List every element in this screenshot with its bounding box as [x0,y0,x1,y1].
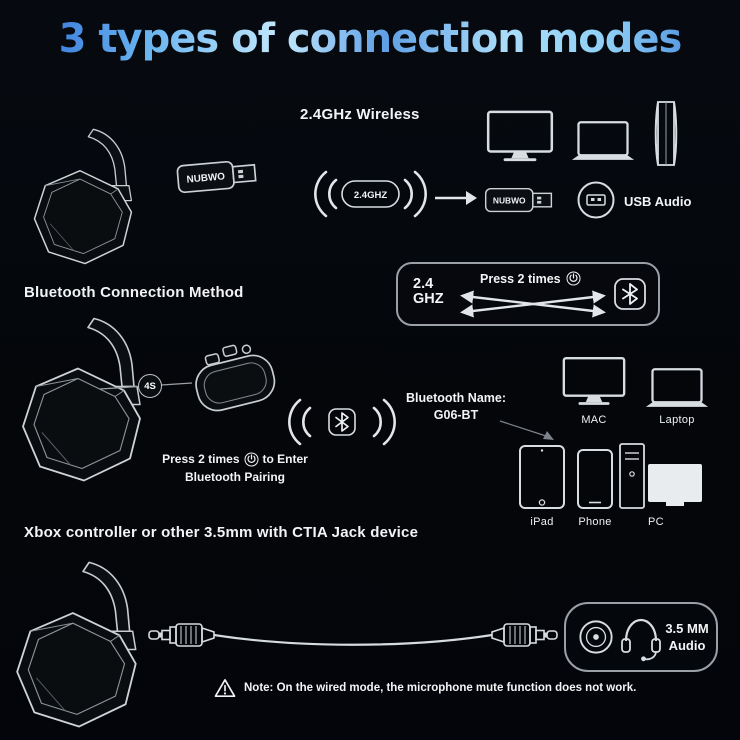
usb-audio-icon [576,180,616,220]
device-label-phone: Phone [578,516,612,528]
game-console-icon [646,100,686,168]
dongle-brand-text-1: NUBWO [186,171,226,185]
headset-mic-icon [618,614,664,662]
mac-monitor-icon [562,356,626,408]
aux-audio-label-line1: 3.5 MM [665,621,709,636]
device-label-pc: PC [648,516,664,528]
right-arrow-icon [434,188,478,208]
device-label-laptop: Laptop [659,414,695,426]
headset-illustration-3 [6,552,158,740]
power-button-icon [244,451,259,467]
section1-heading: 2.4GHz Wireless [300,106,420,123]
aux-audio-label-line2: Audio [668,638,706,653]
mode-switch-panel: 2.4 GHZ Press 2 times [396,262,660,326]
device-label-ipad: iPad [530,516,554,528]
panel-frequency-line1: 2.4 [413,276,434,292]
phone-icon [576,448,614,512]
usb-audio-label: USB Audio [624,194,692,209]
section3-heading: Xbox controller or other 3.5mm with CTIA… [24,524,419,541]
wireless-signal-icon: 2.4GHZ [312,168,430,220]
pc-icon [618,442,704,512]
wired-mode-note: Note: On the wired mode, the microphone … [214,678,636,698]
monitor-icon [486,110,554,164]
bluetooth-icon-panel [613,277,647,311]
headset-illustration-1 [10,126,165,271]
aux-audio-panel: 3.5 MM Audio [564,602,718,672]
laptop-icon-2 [644,367,710,411]
panel-frequency-line2: GHZ [413,291,444,307]
bluetooth-signal-icon [286,396,398,448]
dongle-brand-text-2: NUBWO [493,195,526,205]
mode-switch-arrows-icon [454,289,612,319]
ipad-icon [518,444,566,512]
aux-audio-label: 3.5 MM Audio [662,620,712,654]
laptop-icon-1 [570,119,636,165]
device-label-mac: MAC [581,414,607,426]
page-title: 3 types of connection modes [0,16,740,62]
pairing-instruction-line2: Bluetooth Pairing [185,470,285,484]
bluetooth-name-value: G06-BT [433,408,479,422]
callout-badge: 4S [138,374,162,398]
aux-cable-illustration [148,616,558,660]
bluetooth-name: Bluetooth Name: G06-BT [398,390,514,424]
pointer-line [498,418,558,444]
bluetooth-name-label: Bluetooth Name: [406,391,506,405]
speaker-icon [578,619,614,655]
section2-heading: Bluetooth Connection Method [24,284,244,301]
panel-press-label: Press 2 times [480,271,581,286]
pairing-instruction-line1: Press 2 times to Enter [162,451,308,467]
usb-dongle-icon-2: NUBWO [484,184,564,217]
panel-frequency-label: 2.4 GHZ [413,277,444,307]
headset-controls-zoom-illustration [186,326,284,426]
wired-mode-note-text: Note: On the wired mode, the microphone … [244,682,637,694]
signal-frequency-text: 2.4GHZ [354,190,387,201]
pairing-instruction: Press 2 times to Enter Bluetooth Pairing [145,450,325,486]
warning-icon [214,679,236,697]
headset-illustration-2 [12,312,162,492]
power-button-icon [566,271,581,286]
usb-dongle-icon-1: NUBWO [174,152,271,200]
